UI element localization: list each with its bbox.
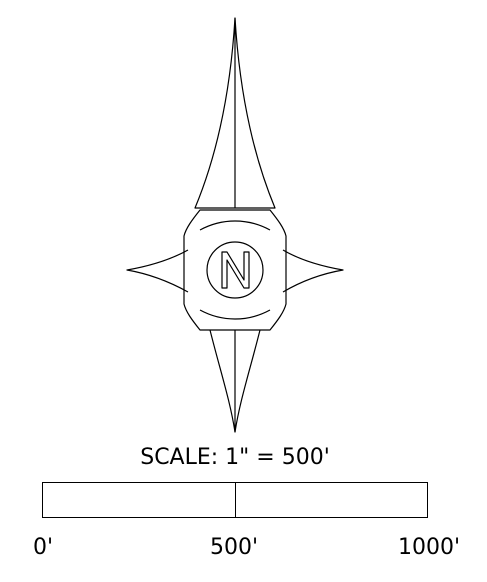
west-point: [126, 249, 189, 293]
scale-title: SCALE: 1" = 500': [140, 445, 330, 470]
compass-body: [183, 209, 287, 331]
scale-tick-label-1000: 1000': [398, 535, 461, 560]
east-point: [282, 249, 344, 293]
north-letter-glyph: [221, 251, 250, 289]
compass-ring: [206, 241, 264, 299]
north-arrow-compass-icon: N: [126, 17, 344, 433]
scale-bar: [42, 482, 428, 518]
scale-bar-midline: [235, 483, 236, 517]
scale-tick-label-500: 500': [210, 535, 259, 560]
compass-inner-arc-bottom: [199, 309, 271, 320]
compass-inner-arc-top: [199, 220, 271, 231]
scale-tick-label-0: 0': [33, 535, 54, 560]
